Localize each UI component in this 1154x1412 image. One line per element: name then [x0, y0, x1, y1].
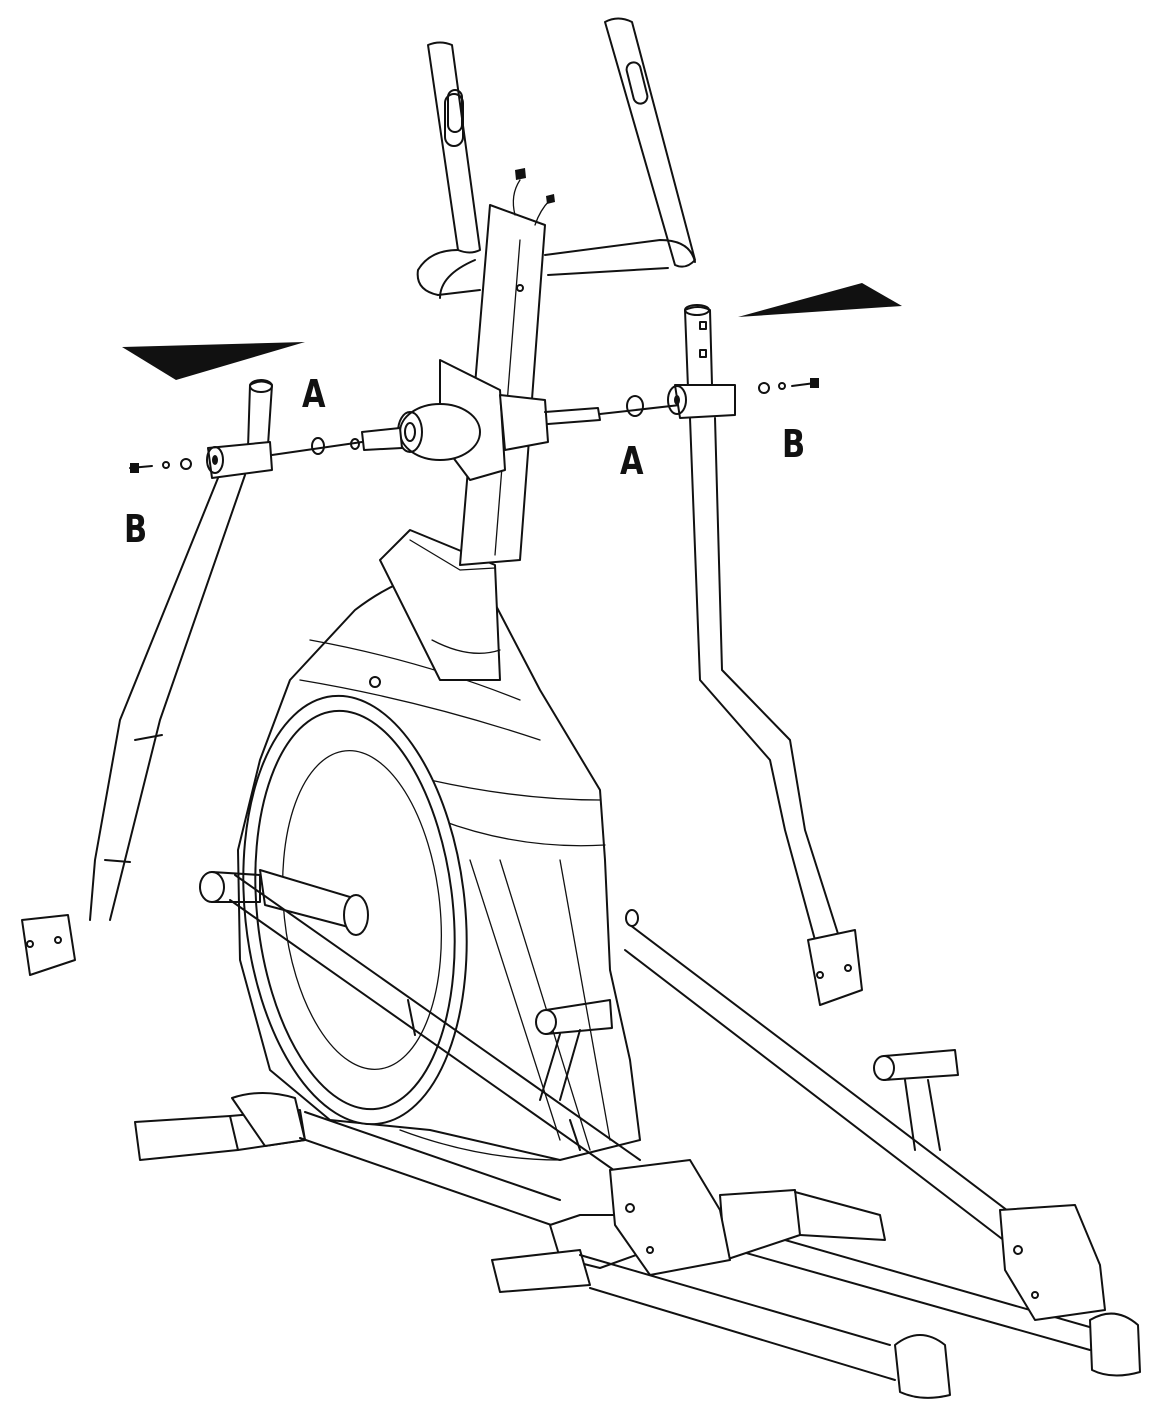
- callout-b-right: B: [782, 422, 806, 466]
- fixed-handlebar: [416, 17, 696, 299]
- pedal-post-left: [535, 999, 613, 1101]
- base-frame: [134, 1092, 1141, 1399]
- right-direction-arrow: [738, 283, 902, 317]
- callout-a-left: A: [302, 372, 326, 416]
- left-pedal-arm: [199, 869, 731, 1276]
- right-upper-arm: [667, 304, 863, 1006]
- left-direction-arrow: [122, 342, 305, 380]
- right-pedal-arm: [624, 909, 1106, 1321]
- callout-b-left: B: [124, 507, 148, 551]
- pedal-post-right: [873, 1049, 959, 1151]
- mast: [397, 168, 555, 566]
- callout-a-right: A: [620, 439, 644, 483]
- pivot-axle: [271, 395, 681, 456]
- left-upper-arm: [21, 379, 273, 976]
